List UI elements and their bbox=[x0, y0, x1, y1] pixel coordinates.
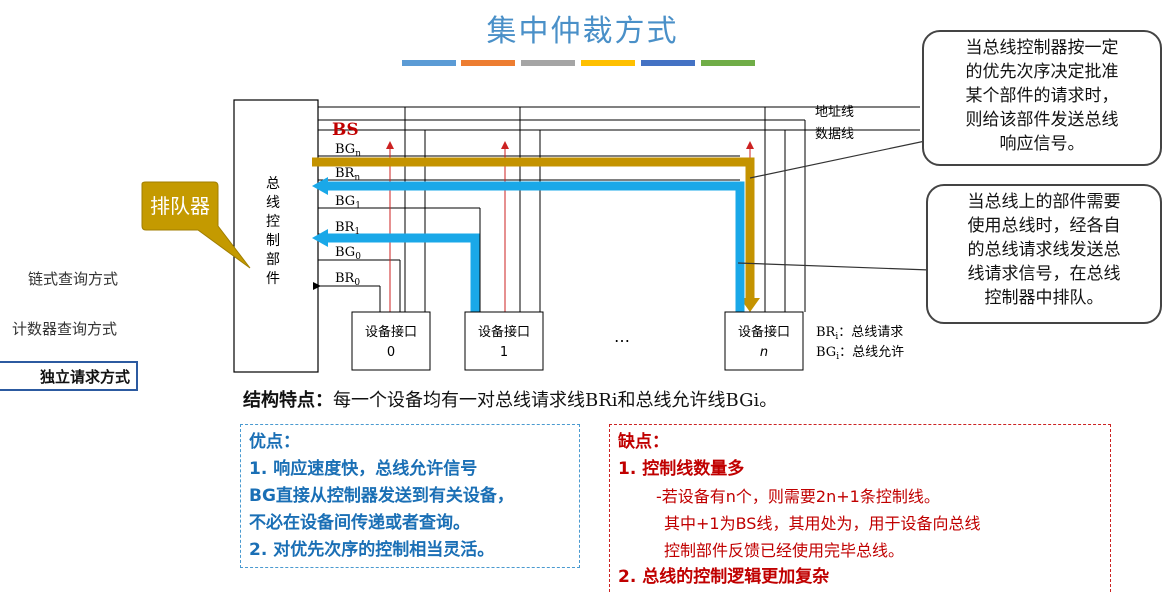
device-interface-0 bbox=[351, 311, 431, 371]
top-callout-leader bbox=[749, 139, 931, 179]
bottom-callout-line: 的总线请求线发送总 bbox=[967, 240, 1121, 260]
controller-label: 总 线 控 制 部 件 bbox=[266, 176, 280, 287]
title-bar-segment bbox=[461, 60, 515, 66]
queue-callout: 排队器 bbox=[141, 181, 251, 269]
request-path-n bbox=[326, 181, 745, 312]
structure-text: 每一个设备均有一对总线请求线BRi和总线允许线BGi。 bbox=[333, 390, 778, 411]
controller-char: 部 bbox=[266, 252, 280, 268]
nav-active-label: 独立请求方式 bbox=[39, 367, 130, 386]
top-callout: 当总线控制器按一定 的优先次序决定批准 某个部件的请求时， 则给该部件发送总线 … bbox=[922, 30, 1162, 166]
bottom-callout-leader bbox=[737, 262, 931, 271]
cons-title: 缺点： bbox=[618, 432, 669, 452]
controller-char: 制 bbox=[266, 233, 280, 249]
queue-label: 排队器 bbox=[150, 194, 210, 218]
bottom-callout-line: 当总线上的部件需要 bbox=[967, 192, 1121, 212]
title-bar-segment bbox=[701, 60, 755, 66]
address-bus-label: 地址线 bbox=[815, 105, 854, 120]
title-bar-segment bbox=[581, 60, 635, 66]
bg0-label: BG0 bbox=[335, 245, 361, 262]
cons-point-2: 2. 总线的控制逻辑更加复杂 bbox=[618, 567, 830, 587]
structure-feature: 结构特点：每一个设备均有一对总线请求线BRi和总线允许线BGi。 bbox=[243, 386, 777, 412]
grant-path-arrowhead bbox=[740, 298, 760, 312]
bottom-callout-line: 线请求信号，在总线 bbox=[967, 264, 1121, 284]
pros-title: 优点： bbox=[249, 432, 300, 452]
controller-char: 线 bbox=[266, 195, 280, 211]
title-bar-segment bbox=[641, 60, 695, 66]
bottom-callout-line: 使用总线时，经各自 bbox=[967, 216, 1121, 236]
controller-char: 件 bbox=[266, 271, 280, 287]
pros-box: 优点： 1. 响应速度快，总线允许信号 BG直接从控制器发送到有关设备， 不必在… bbox=[240, 424, 580, 568]
title-bar-segment bbox=[521, 60, 575, 66]
callout-leaders bbox=[737, 139, 931, 271]
device-interface-n bbox=[724, 311, 804, 371]
pros-line: BG直接从控制器发送到有关设备， bbox=[249, 486, 514, 506]
pros-line: 1. 响应速度快，总线允许信号 bbox=[249, 459, 478, 479]
bottom-callout: 当总线上的部件需要 使用总线时，经各自 的总线请求线发送总 线请求信号，在总线 … bbox=[926, 184, 1162, 324]
data-bus-label: 数据线 bbox=[815, 127, 854, 142]
bus-vertical-lines bbox=[313, 106, 920, 290]
br0-label: BR0 bbox=[335, 271, 360, 288]
device-0-index: 0 bbox=[387, 345, 395, 360]
device-0-name: 设备接口 bbox=[365, 324, 417, 340]
bus-controller-box bbox=[233, 99, 319, 373]
pros-line: 2. 对优先次序的控制相当灵活。 bbox=[249, 540, 495, 560]
top-callout-line: 的优先次序决定批准 bbox=[965, 62, 1119, 82]
request-path-1-arrowhead bbox=[312, 229, 328, 247]
br1-label: BR1 bbox=[335, 220, 360, 237]
cons-sub-line: -若设备有n个，则需要2n+1条控制线。 bbox=[656, 487, 940, 506]
structure-label: 结构特点： bbox=[243, 390, 333, 411]
cons-point-1: 1. 控制线数量多 bbox=[618, 459, 745, 479]
arbitration-diagram: 总 线 控 制 部 件 bbox=[140, 90, 920, 375]
title-underline bbox=[402, 60, 762, 66]
queue-callout-shape bbox=[141, 181, 251, 269]
device-1-index: 1 bbox=[500, 345, 508, 360]
top-callout-line: 当总线控制器按一定 bbox=[965, 38, 1119, 58]
device-n-name: 设备接口 bbox=[738, 324, 790, 340]
cons-box: 缺点： 1. 控制线数量多 -若设备有n个，则需要2n+1条控制线。 其中+1为… bbox=[609, 424, 1111, 592]
nav-item-chain-polling[interactable]: 链式查询方式 bbox=[28, 270, 119, 288]
nav-item-independent-request[interactable]: 独立请求方式 bbox=[0, 361, 138, 391]
bg1-label: BG1 bbox=[335, 194, 361, 211]
controller-char: 总 bbox=[266, 176, 280, 192]
cons-sub-line: 控制部件反馈已经使用完毕总线。 bbox=[664, 541, 905, 560]
bgn-label: BGn bbox=[335, 142, 361, 159]
legend-bg: BGi：总线允许 bbox=[816, 344, 904, 362]
top-callout-line: 响应信号。 bbox=[999, 134, 1085, 154]
device-1-name: 设备接口 bbox=[478, 324, 530, 340]
device-n-index: n bbox=[760, 345, 768, 360]
pros-line: 不必在设备间传递或者查询。 bbox=[249, 513, 470, 533]
brn-label: BRn bbox=[335, 166, 360, 183]
grant-path bbox=[312, 157, 755, 300]
title-bar-segment bbox=[402, 60, 456, 66]
page-title: 集中仲裁方式 bbox=[486, 14, 679, 49]
legend-br: BRi：总线请求 bbox=[816, 325, 903, 342]
bs-label: BS bbox=[332, 120, 359, 140]
device-ellipsis: … bbox=[614, 327, 630, 346]
cons-sub-line: 其中+1为BS线，其用处为，用于设备向总线 bbox=[664, 514, 981, 533]
top-callout-line: 则给该部件发送总线 bbox=[965, 110, 1119, 130]
top-callout-line: 某个部件的请求时， bbox=[965, 86, 1119, 106]
bottom-callout-line: 控制器中排队。 bbox=[984, 288, 1104, 308]
controller-char: 控 bbox=[266, 214, 280, 230]
nav-item-counter-polling[interactable]: 计数器查询方式 bbox=[12, 320, 118, 338]
request-path-1 bbox=[326, 233, 480, 312]
request-path-n-arrowhead bbox=[312, 177, 328, 195]
device-interface-1 bbox=[464, 311, 544, 371]
